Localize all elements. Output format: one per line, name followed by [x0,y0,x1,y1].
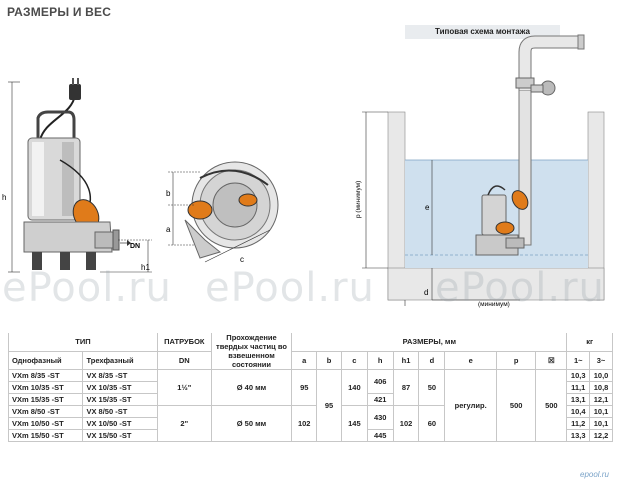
header-sq: ☒ [535,351,568,371]
cell-h: 430 [366,405,394,430]
watermark: ePool.ru [2,265,172,311]
model-single: VXm 15/35 -ST [7,393,84,406]
header-dimensions: РАЗМЕРЫ, мм [291,333,568,352]
dim-label-d: d [424,288,428,297]
dim-label-e: e [425,203,430,212]
cell-dn: 2" [156,405,212,442]
table-row: VXm 15/50 -ST VX 15/50 -ST 445 13,3 12,2 [7,429,613,442]
cell-w1: 13,3 [566,429,591,442]
table-row: VXm 15/35 -ST VX 15/35 -ST 421 13,1 12,1 [7,393,613,406]
dim-label-b: b [166,189,171,198]
model-three: VX 15/35 -ST [82,393,158,406]
cell-w3: 10,0 [589,369,613,382]
cell-a: 102 [291,405,318,442]
cell-h1: 87 [392,369,420,406]
cell-h: 445 [366,429,394,442]
model-three: VX 10/50 -ST [82,417,158,430]
dim-label-h1: h1 [141,263,150,272]
header-c: c [340,351,368,371]
dim-label-h: h [2,193,6,202]
header-d: d [418,351,446,371]
cell-w3: 10,1 [589,417,613,430]
table-row: VXm 8/35 -ST VX 8/35 -ST 1½" Ø 40 мм 95 … [7,369,613,442]
watermark-logo: epool.ru [580,470,609,479]
model-single: VXm 8/50 -ST [7,405,84,418]
cell-b: 95 [316,369,342,442]
header-type: ТИП [8,333,158,352]
pump-top-view [168,161,279,263]
header-w3: 3~ [589,351,613,371]
header-three-phase: Трехфазный [82,351,158,371]
technical-drawings: h h1 DN a b c p (минимум) e d (минимум) [2,34,605,308]
model-three: VX 10/35 -ST [82,381,158,394]
model-single: VXm 8/35 -ST [7,369,84,382]
header-dn: DN [156,351,212,371]
cell-c: 140 [340,369,368,406]
cell-solids: Ø 40 мм [210,369,293,406]
header-weight: кг [566,333,613,352]
pump-side-view [8,78,152,273]
cell-e: регулир. [444,369,498,442]
cell-h1: 102 [392,405,420,442]
header-h: h [366,351,394,371]
dim-label-c: c [240,255,244,264]
header-single-phase: Однофазный [7,351,84,371]
dim-label-a: a [166,225,171,234]
watermark: ePool.ru [435,265,605,311]
model-single: VXm 15/50 -ST [7,429,84,442]
watermark: ePool.ru [205,265,375,311]
model-three: VX 8/50 -ST [82,405,158,418]
cell-dn: 1½" [156,369,212,406]
cell-w3: 12,1 [589,393,613,406]
model-three: VX 15/50 -ST [82,429,158,442]
header-e: e [444,351,498,371]
installation-scheme [362,34,605,306]
header-b: b [316,351,342,371]
header-p: p [496,351,537,371]
cell-c: 145 [340,405,368,442]
model-three: VX 8/35 -ST [82,369,158,382]
cell-w1: 10,4 [566,405,591,418]
page-title: РАЗМЕРЫ И ВЕС [7,5,112,19]
header-outlet: ПАТРУБОК [156,333,212,352]
table-row: VXm 8/50 -ST VX 8/50 -ST 2" Ø 50 мм 102 … [7,405,613,442]
model-single: VXm 10/35 -ST [7,381,84,394]
cell-h: 406 [366,369,394,394]
table-row: VXm 10/35 -ST VX 10/35 -ST 11,1 10,8 [7,381,613,394]
cell-a: 95 [291,369,318,406]
dim-label-min: (минимум) [478,301,510,308]
cell-p: 500 [496,369,537,442]
cell-w1: 11,1 [566,381,591,394]
cell-d: 60 [418,405,446,442]
cell-w3: 12,2 [589,429,613,442]
dim-label-p-min: p (минимум) [355,181,362,218]
install-scheme-caption: Типовая схема монтажа [405,25,560,39]
cell-w1: 10,3 [566,369,591,382]
header-solids: Прохождение твердых частиц во взвешенном… [210,333,293,370]
cell-solids: Ø 50 мм [210,405,293,442]
cell-w3: 10,1 [589,405,613,418]
header-a: a [291,351,318,371]
dim-label-dn: DN [130,243,140,250]
dimensions-weight-table: ТИП ПАТРУБОК Прохождение твердых частиц … [7,333,613,442]
cell-d: 50 [418,369,446,406]
header-w1: 1~ [566,351,591,371]
model-single: VXm 10/50 -ST [7,417,84,430]
cell-w3: 10,8 [589,381,613,394]
cell-sq: 500 [535,369,568,442]
header-h1: h1 [392,351,420,371]
cell-h: 421 [366,393,394,406]
cell-w1: 13,1 [566,393,591,406]
cell-w1: 11,2 [566,417,591,430]
